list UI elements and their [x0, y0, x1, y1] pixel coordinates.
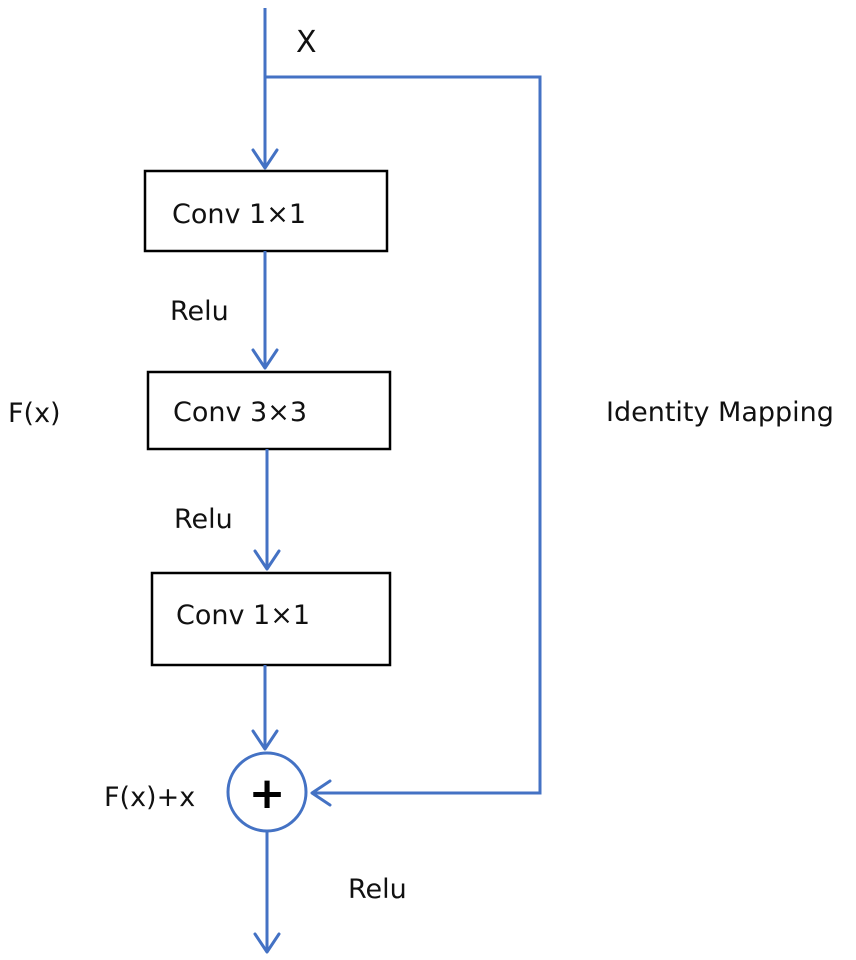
identity-mapping-label: Identity Mapping	[606, 397, 834, 428]
output-arrowhead	[253, 932, 281, 954]
sum-symbol: +	[249, 768, 286, 819]
arrowhead-3-to-sum	[251, 729, 279, 751]
relu-label-1: Relu	[170, 296, 229, 327]
conv-block-3-label: Conv 1×1	[176, 600, 310, 631]
conv-block-1	[143, 169, 389, 253]
conv-block-2	[146, 370, 392, 451]
input-label: X	[296, 25, 317, 60]
residual-function-label: F(x)	[8, 398, 61, 429]
conv-block-3	[150, 571, 392, 667]
sum-label: F(x)+x	[104, 782, 195, 813]
arrowhead-1-to-2	[251, 348, 279, 370]
input-arrowhead	[251, 148, 279, 170]
conv-block-2-label: Conv 3×3	[173, 397, 307, 428]
relu-label-2: Relu	[174, 504, 233, 535]
identity-shortcut-arrowhead	[310, 779, 332, 807]
relu-label-3: Relu	[348, 874, 407, 905]
conv-block-1-label: Conv 1×1	[172, 199, 306, 230]
identity-shortcut-line	[265, 75, 542, 795]
arrowhead-2-to-3	[253, 549, 281, 571]
